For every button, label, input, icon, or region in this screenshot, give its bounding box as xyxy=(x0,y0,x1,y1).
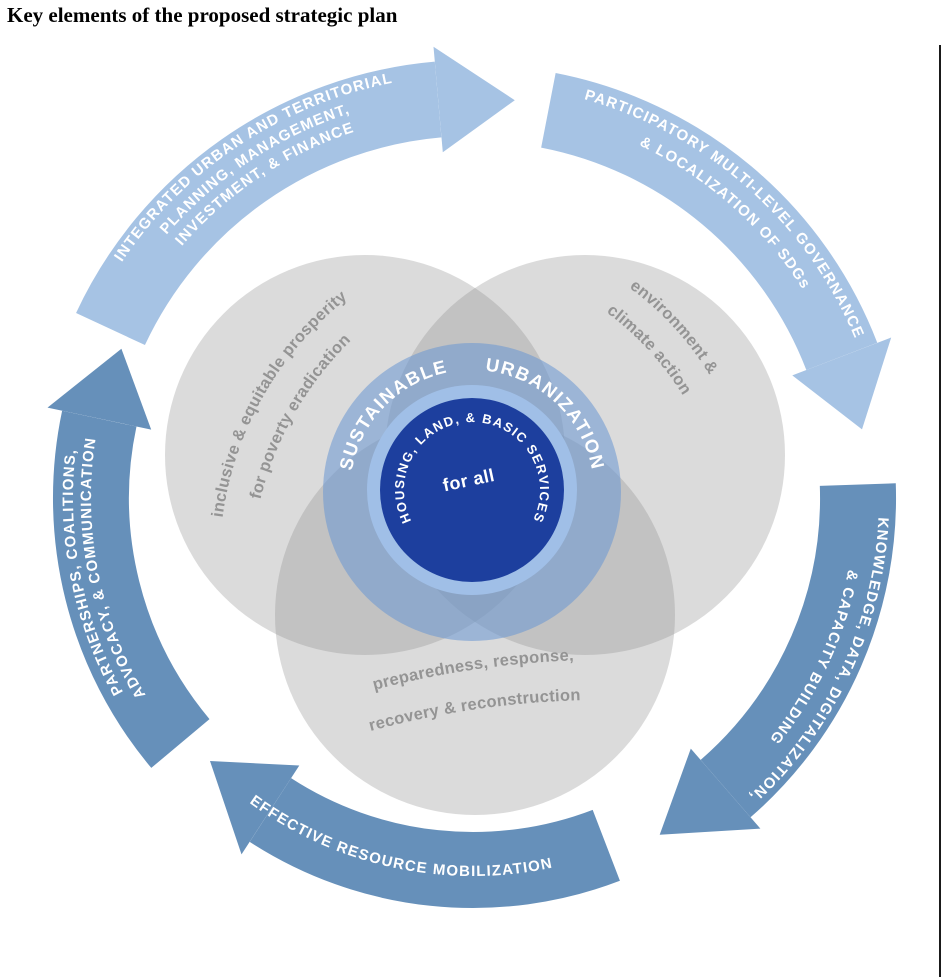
arrow-head xyxy=(433,46,515,153)
arrow-body xyxy=(700,483,897,818)
page-border-rule xyxy=(939,45,941,977)
arrow-head xyxy=(792,337,892,430)
arrow-body xyxy=(540,73,878,371)
page-title: Key elements of the proposed strategic p… xyxy=(7,3,398,27)
arrow-body xyxy=(76,61,442,346)
arrow-body xyxy=(249,777,620,908)
arrow-head xyxy=(210,761,300,855)
arrow-head xyxy=(47,348,152,430)
housing-core-circle xyxy=(380,398,564,582)
arrow-body xyxy=(52,410,210,768)
arrow-head xyxy=(659,748,761,835)
arrow-partnerships-advocacy: PARTNERSHIPS, COALITIONS,ADVOCACY, & COM… xyxy=(47,348,210,768)
